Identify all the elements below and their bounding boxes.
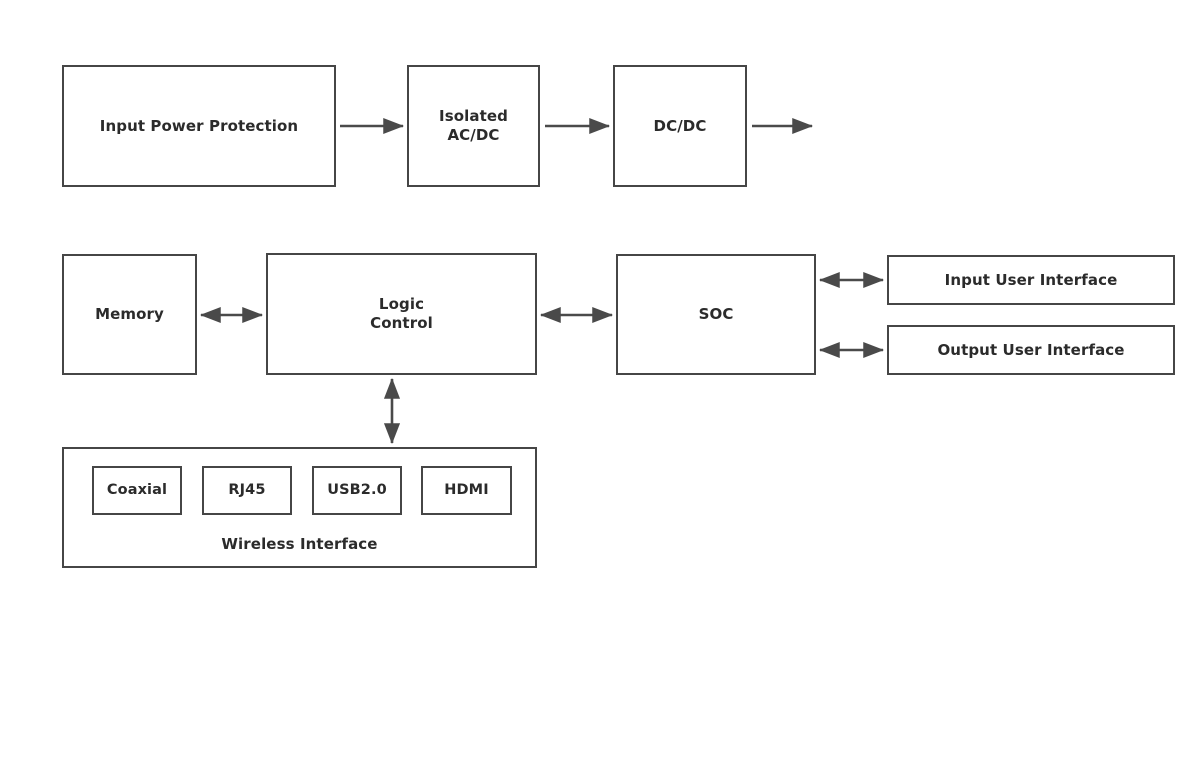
wireless-port-hdmi[interactable]: HDMI <box>421 466 512 515</box>
wireless-interface-label: Wireless Interface <box>221 535 378 553</box>
block-label: Logic Control <box>370 295 433 332</box>
block-memory[interactable]: Memory <box>62 254 197 375</box>
block-label: DC/DC <box>653 116 707 135</box>
block-label: SOC <box>698 305 734 324</box>
wireless-port-coaxial[interactable]: Coaxial <box>92 466 182 515</box>
block-label: Isolated AC/DC <box>439 107 508 144</box>
wireless-port-usb2[interactable]: USB2.0 <box>312 466 402 515</box>
block-label: Input Power Protection <box>99 116 299 135</box>
block-label: Output User Interface <box>937 340 1125 359</box>
wireless-port-rj45[interactable]: RJ45 <box>202 466 292 515</box>
block-output-user-interface[interactable]: Output User Interface <box>887 325 1175 375</box>
block-soc[interactable]: SOC <box>616 254 816 375</box>
block-label: Memory <box>95 305 164 324</box>
wireless-interface-group[interactable]: Wireless Interface Coaxial RJ45 USB2.0 HDMI <box>62 447 537 568</box>
wireless-port-label: RJ45 <box>228 482 266 499</box>
block-logic-control[interactable]: Logic Control <box>266 253 537 375</box>
block-isolated-ac-dc[interactable]: Isolated AC/DC <box>407 65 540 187</box>
block-input-power-protection[interactable]: Input Power Protection <box>62 65 336 187</box>
block-input-user-interface[interactable]: Input User Interface <box>887 255 1175 305</box>
wireless-port-label: USB2.0 <box>327 482 387 499</box>
wireless-port-label: Coaxial <box>106 482 168 499</box>
block-dc-dc[interactable]: DC/DC <box>613 65 747 187</box>
wireless-port-label: HDMI <box>444 482 489 499</box>
block-label: Input User Interface <box>944 270 1118 289</box>
